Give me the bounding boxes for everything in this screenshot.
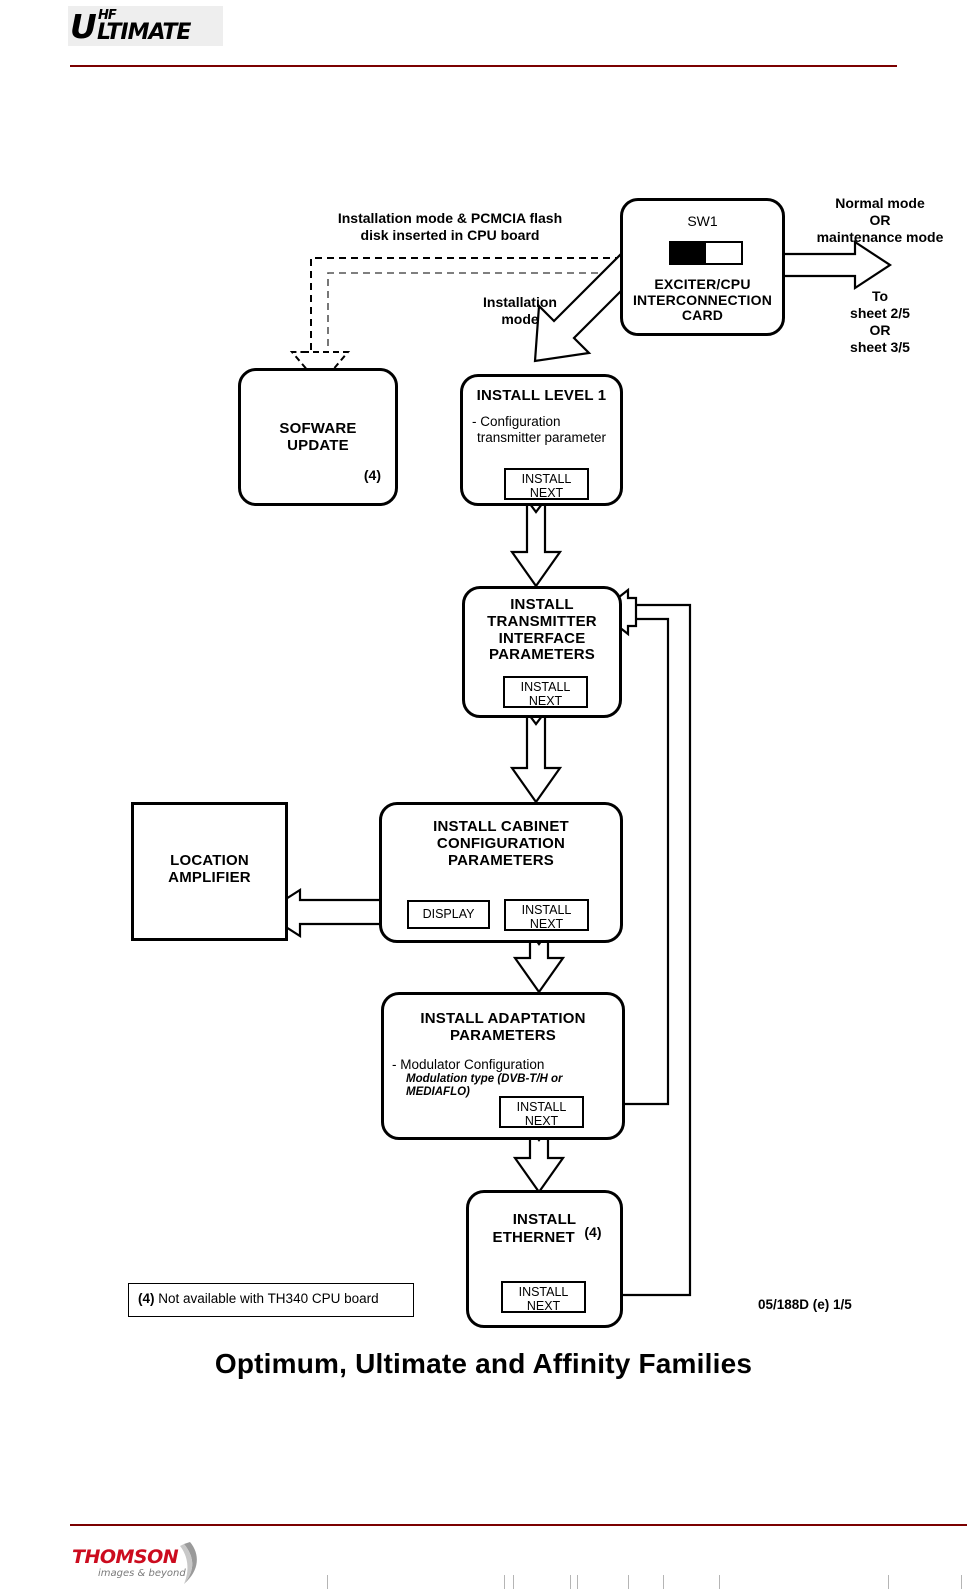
- transmitter-line4: PARAMETERS: [489, 646, 595, 664]
- cabinet-install-next-button[interactable]: INSTALL NEXT: [504, 899, 589, 931]
- node-install-cabinet-configuration-parameters[interactable]: INSTALL CABINET CONFIGURATION PARAMETERS…: [379, 802, 623, 943]
- thomson-swoosh-icon: [180, 1542, 197, 1584]
- adaptation-line2: PARAMETERS: [450, 1026, 556, 1044]
- transmitter-line3: INTERFACE: [498, 629, 586, 647]
- installation-flow-diagram: Installation mode & PCMCIA flash disk in…: [128, 195, 944, 1379]
- sw1-switch-graphic[interactable]: [669, 241, 743, 265]
- footnote-box: (4) Not available with TH340 CPU board: [128, 1283, 414, 1317]
- footer-table-cell-4: [663, 1575, 720, 1589]
- label-normal-or-maintenance-mode: Normal mode OR maintenance mode: [816, 195, 944, 246]
- adaptation-sub2: Modulation type (DVB-T/H or MEDIAFLO): [406, 1072, 563, 1099]
- ethernet-line2: ETHERNET: [492, 1228, 575, 1246]
- ethernet-line1: INSTALL: [512, 1211, 577, 1228]
- ethernet-marker: (4): [584, 1223, 602, 1240]
- exciter-card-line3: CARD: [681, 307, 724, 324]
- node-location-amplifier[interactable]: LOCATION AMPLIFIER: [131, 802, 288, 941]
- node-install-adaptation-parameters[interactable]: INSTALL ADAPTATION PARAMETERS - Modulato…: [381, 992, 625, 1140]
- label-to-sheet: To sheet 2/5 OR sheet 3/5: [850, 288, 910, 356]
- dashed-path-pcmcia: [310, 257, 622, 352]
- thomson-logo: THOMSON images & beyond: [72, 1540, 202, 1586]
- label-installation-mode: Installation mode: [483, 294, 557, 328]
- dashed-path-pcmcia-inner: [327, 272, 622, 352]
- thomson-logo-tagline: images & beyond: [98, 1568, 186, 1579]
- node-install-level-1[interactable]: INSTALL LEVEL 1 - Configuration transmit…: [460, 374, 623, 506]
- adaptation-line1: INSTALL ADAPTATION: [420, 1010, 586, 1027]
- install-level1-title: INSTALL LEVEL 1: [476, 387, 607, 404]
- exciter-card-line2: INTERCONNECTION: [632, 291, 773, 308]
- cabinet-line1: INSTALL CABINET: [433, 818, 569, 835]
- transmitter-line2: TRANSMITTER: [487, 612, 597, 630]
- cabinet-line2: CONFIGURATION: [436, 834, 566, 852]
- location-amplifier-line1: LOCATION: [170, 852, 249, 869]
- node-software-update[interactable]: SOFWARE UPDATE (4): [238, 368, 398, 506]
- footer-table-cell-2: [513, 1575, 571, 1589]
- diagram-bottom-title: Optimum, Ultimate and Affinity Families: [214, 1348, 753, 1379]
- arrow-level1-to-transmitter: [509, 496, 563, 588]
- exciter-card-line1: EXCITER/CPU: [654, 276, 751, 292]
- arrow-transmitter-to-cabinet: [509, 708, 563, 804]
- cabinet-line3: PARAMETERS: [448, 851, 554, 869]
- thomson-logo-name: THOMSON: [72, 1546, 179, 1568]
- install-level1-sub1: - Configuration: [472, 413, 561, 429]
- footer-table-cell-3: [577, 1575, 629, 1589]
- node-install-transmitter-interface-parameters[interactable]: INSTALL TRANSMITTER INTERFACE PARAMETERS…: [462, 586, 622, 718]
- logo-letter-u: U: [70, 7, 97, 46]
- sw1-label: SW1: [687, 213, 718, 229]
- label-installation-mode-pcmcia: Installation mode & PCMCIA flash disk in…: [337, 210, 563, 244]
- logo-letters-hf: HF: [98, 8, 117, 23]
- adaptation-sub1: - Modulator Configuration: [392, 1056, 545, 1072]
- footer-table-cell-1: [327, 1575, 505, 1589]
- software-update-line1: SOFWARE: [279, 420, 357, 437]
- footnote-marker: (4): [138, 1291, 155, 1306]
- footer-table-cell-5: [888, 1575, 962, 1589]
- footer-divider-rule: [70, 1524, 967, 1526]
- header-divider-rule: [70, 65, 897, 67]
- transmitter-line1: INSTALL: [510, 596, 574, 613]
- transmitter-install-next-button[interactable]: INSTALL NEXT: [503, 676, 588, 708]
- uhf-ultimate-logo: U HF LTIMATE: [68, 6, 223, 46]
- software-update-marker: (4): [363, 467, 381, 483]
- feedback-line-adaptation-to-transmitter: [583, 617, 670, 1106]
- sheet-identifier: 05/188D (e) 1/5: [758, 1297, 852, 1312]
- install-level1-install-next-button[interactable]: INSTALL NEXT: [504, 468, 589, 500]
- software-update-line2: UPDATE: [287, 436, 349, 454]
- cabinet-display-button[interactable]: DISPLAY: [407, 900, 490, 929]
- ethernet-install-next-button[interactable]: INSTALL NEXT: [501, 1281, 586, 1313]
- footnote-text: Not available with TH340 CPU board: [154, 1291, 379, 1306]
- node-install-ethernet[interactable]: INSTALL ETHERNET (4) INSTALL NEXT: [466, 1190, 623, 1328]
- feedback-line-ethernet-to-transmitter: [583, 603, 692, 1297]
- adaptation-install-next-button[interactable]: INSTALL NEXT: [499, 1096, 584, 1128]
- location-amplifier-line2: AMPLIFIER: [168, 868, 251, 886]
- sw1-switch-black-half: [671, 243, 706, 263]
- node-exciter-cpu-interconnection-card[interactable]: SW1 EXCITER/CPU INTERCONNECTION CARD: [620, 198, 785, 336]
- install-level1-sub2: transmitter parameter: [477, 429, 607, 445]
- logo-letters-ultimate: LTIMATE: [97, 20, 191, 45]
